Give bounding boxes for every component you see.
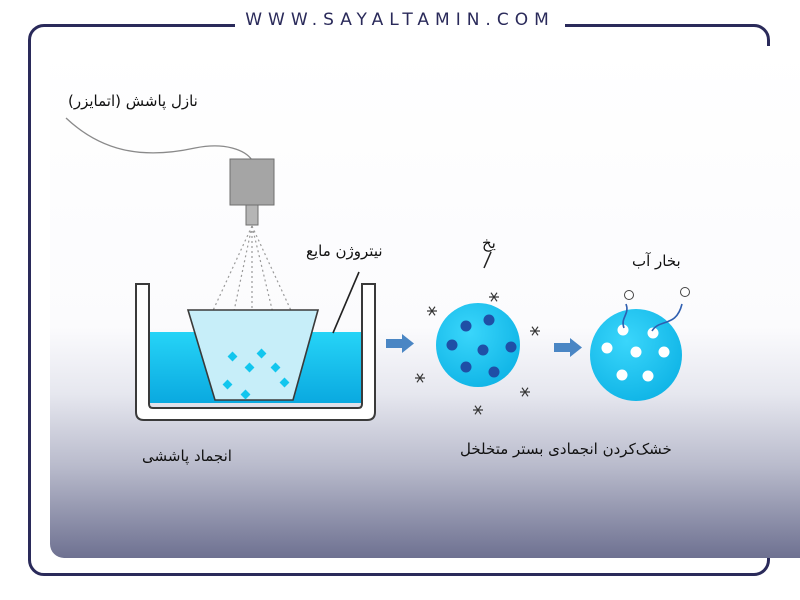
liquid-nitrogen-pointer	[332, 271, 360, 334]
nozzle-label: نازل پاشش (اتمایزر)	[68, 92, 198, 110]
water-vapor-label: بخار آب	[632, 252, 681, 270]
website-url: WWW.SAYALTAMIN.COM	[235, 10, 565, 30]
frozen-droplets	[222, 348, 290, 400]
process-arrow-1	[386, 334, 414, 353]
nozzle-cable	[65, 117, 253, 161]
nozzle-icon	[229, 158, 275, 206]
ice-crystals	[446, 314, 517, 378]
vapor-bubbles	[624, 287, 690, 300]
container-vessel	[135, 283, 376, 421]
pores	[601, 324, 670, 382]
vapor-escape-icons	[622, 303, 683, 332]
nozzle-tip	[245, 204, 259, 226]
process-arrow-2	[554, 338, 582, 357]
spray-freezing-label: انجماد پاششی	[142, 447, 232, 465]
ice-label: یخ	[482, 234, 496, 252]
spray-freeze-drying-label: خشک‌کردن انجمادی بستر متخلخل	[460, 440, 672, 458]
spray-chamber	[186, 309, 320, 401]
snowflake-icons	[415, 292, 540, 415]
diagram-panel	[50, 46, 800, 558]
liquid-nitrogen-label: نیتروژن مایع	[306, 242, 383, 260]
ice-pointer	[483, 251, 492, 269]
frozen-particle	[436, 303, 520, 387]
website-header: WWW.SAYALTAMIN.COM	[0, 10, 800, 30]
